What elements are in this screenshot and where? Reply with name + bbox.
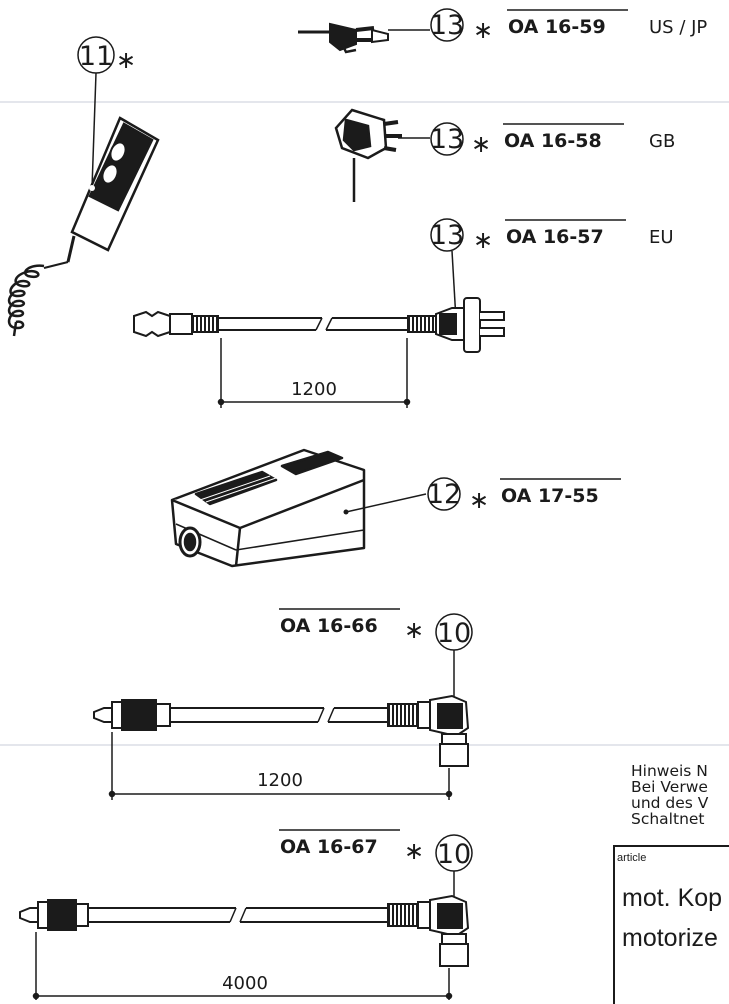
callout-circle-transformer xyxy=(427,477,461,511)
leader-transformer xyxy=(345,493,427,513)
coiled-cord xyxy=(7,264,45,337)
callout-gb-plug: 13 ∗ OA 16-58 GB xyxy=(430,122,675,158)
us-jp-plug xyxy=(298,22,389,54)
note-line-4: Schaltnet xyxy=(631,810,705,828)
gb-plug xyxy=(334,108,402,202)
callout-star-transformer: ∗ xyxy=(469,486,489,514)
article-box-frame xyxy=(613,845,729,1004)
note-line-2: Bei Verwe xyxy=(631,778,708,796)
region-eu-plug: EU xyxy=(649,227,674,248)
callout-star-cable-short: ∗ xyxy=(404,616,424,644)
callout-number-transformer: 12 xyxy=(427,479,461,510)
region-gb-plug: GB xyxy=(649,131,675,152)
leader-hand-control xyxy=(91,72,97,189)
part-code-cable-long: OA 16-67 xyxy=(280,836,378,858)
part-code-us-plug: OA 16-59 xyxy=(508,16,606,38)
callout-star-cable-long: ∗ xyxy=(404,837,424,865)
cable-long xyxy=(19,894,470,967)
callout-cable-short: OA 16-66 ∗ 10 xyxy=(279,608,473,651)
callout-star-gb-plug: ∗ xyxy=(471,130,491,158)
note-line-1: Hinweis N xyxy=(631,762,708,780)
note-line-3: und des V xyxy=(631,794,709,812)
part-code-transformer: OA 17-55 xyxy=(501,485,599,507)
callout-us-plug: 13 ∗ OA 16-59 US / JP xyxy=(430,8,707,44)
note-block: Hinweis N Bei Verwe und des V Schaltnet xyxy=(631,762,709,828)
callout-circle-gb-plug xyxy=(430,122,464,156)
callout-number-eu-plug: 13 xyxy=(430,220,464,251)
dimension-cable-long xyxy=(32,932,453,1000)
callout-star-us-plug: ∗ xyxy=(473,16,493,44)
callout-circle-us-plug xyxy=(430,8,464,42)
article-box-label: article xyxy=(617,852,646,864)
dimension-label-eu-cord: 1200 xyxy=(291,379,337,400)
hand-control xyxy=(43,116,160,269)
part-code-gb-plug: OA 16-58 xyxy=(504,130,602,152)
dimension-label-cable-long: 4000 xyxy=(222,973,268,994)
callout-star-eu-plug: ∗ xyxy=(473,226,493,254)
part-code-eu-plug: OA 16-57 xyxy=(506,226,604,248)
callout-transformer: 12 ∗ OA 17-55 xyxy=(427,477,621,514)
dimension-label-cable-short: 1200 xyxy=(257,770,303,791)
region-us-plug: US / JP xyxy=(649,17,707,38)
transformer-box xyxy=(170,448,366,568)
article-box-line-2: motorize xyxy=(622,924,718,952)
callout-hand-control: 11 ∗ xyxy=(77,36,136,74)
callout-number-hand-control: 11 xyxy=(79,41,113,72)
callout-number-cable-short: 10 xyxy=(437,618,471,649)
callout-star-hand-control: ∗ xyxy=(116,46,136,74)
eu-power-cord xyxy=(133,297,505,353)
article-box-line-1: mot. Kop xyxy=(622,884,722,912)
dimension-eu-cord xyxy=(217,338,411,408)
scan-lines xyxy=(0,101,729,746)
callout-number-us-plug: 13 xyxy=(430,10,464,41)
callout-number-cable-long: 10 xyxy=(437,839,471,870)
dimension-cable-short xyxy=(108,732,453,800)
callout-cable-long: OA 16-67 ∗ 10 xyxy=(279,829,473,872)
article-box: article mot. Kop motorize xyxy=(613,845,729,1004)
callout-circle-eu-plug xyxy=(430,218,464,252)
callout-eu-plug: 13 ∗ OA 16-57 EU xyxy=(430,218,674,254)
callout-number-gb-plug: 13 xyxy=(430,124,464,155)
part-code-cable-short: OA 16-66 xyxy=(280,615,378,637)
cable-short xyxy=(93,694,470,767)
leader-dot-transformer xyxy=(343,509,349,515)
